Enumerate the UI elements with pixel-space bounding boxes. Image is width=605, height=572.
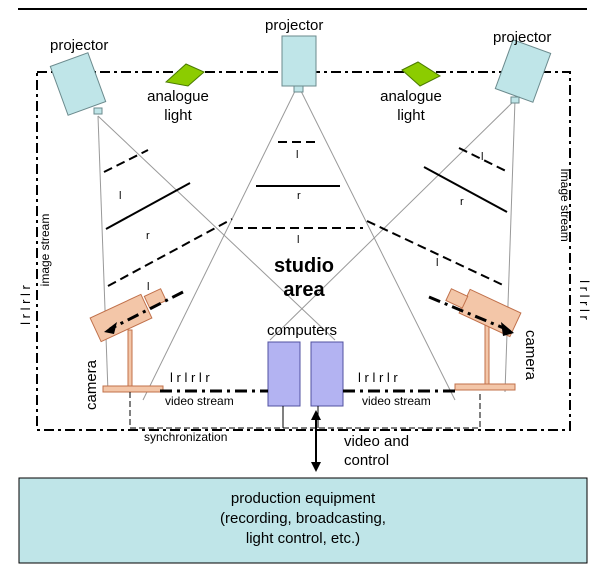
studio-area-title: studio area: [274, 255, 334, 301]
analogue-light-left-label-2: light: [164, 107, 192, 124]
screen-label-r: r: [460, 196, 464, 208]
screen-labels: l r l l r l l r l: [119, 149, 483, 293]
video-stream-right-label: video stream: [362, 394, 431, 408]
projector-left-label: projector: [50, 37, 108, 54]
screen-label-l: l: [436, 257, 438, 269]
video-control-label-1: video and: [344, 433, 409, 450]
studio-boundary: [36, 71, 571, 431]
screen-label-l: l: [297, 234, 299, 246]
center-screen-lines: [234, 141, 363, 229]
analogue-light-left-label-1: analogue: [147, 88, 209, 105]
lr-right-label: l r l r l r: [577, 280, 592, 320]
analogue-light-right-label-2: light: [397, 107, 425, 124]
image-stream-left-label: image stream: [38, 214, 52, 287]
computer-2: [310, 341, 344, 407]
arrow-head-right-icon: [501, 322, 514, 336]
right-screen-lines: [366, 147, 509, 287]
video-control-label-2: control: [344, 452, 389, 469]
camera-left-label: camera: [83, 359, 100, 410]
svg-text:studio: studio: [274, 255, 334, 277]
projector-center: [281, 35, 317, 93]
synchronization-label: synchronization: [144, 430, 227, 444]
projector-right-label: projector: [493, 29, 551, 46]
analogue-light-right-icon: [401, 61, 442, 87]
svg-text:light control, etc.): light control, etc.): [246, 530, 360, 547]
projector-right: [494, 39, 552, 104]
computer-1: [267, 341, 301, 407]
lr-bottom-right-label: l r l r l r: [358, 370, 398, 385]
production-equipment-text: production equipment (recording, broadca…: [220, 490, 386, 547]
camera-view-arrows: [109, 290, 507, 331]
screen-label-r: r: [297, 190, 301, 202]
video-stream-left-label: video stream: [165, 394, 234, 408]
production-equipment-box: [18, 477, 588, 564]
svg-text:production equipment: production equipment: [231, 490, 376, 507]
analogue-light-right-label-1: analogue: [380, 88, 442, 105]
computers-label: computers: [267, 322, 337, 339]
analogue-light-left-icon: [164, 63, 205, 87]
screen-label-l: l: [147, 281, 149, 293]
camera-right-icon: [445, 288, 522, 391]
svg-text:area: area: [283, 279, 325, 301]
lr-bottom-left-label: l r l r l r: [170, 370, 210, 385]
image-stream-right-label: Image stream: [558, 168, 572, 241]
arrow-head-left-icon: [104, 322, 117, 334]
svg-text:(recording, broadcasting,: (recording, broadcasting,: [220, 510, 386, 527]
camera-right-label: camera: [522, 330, 539, 381]
projector-left: [49, 52, 107, 116]
camera-left-icon: [89, 288, 167, 393]
projection-beams: [97, 84, 516, 401]
lr-left-label: l r l r l r: [18, 284, 33, 324]
left-screen-lines: [103, 149, 233, 287]
screen-label-l: l: [481, 151, 483, 163]
projector-center-label: projector: [265, 17, 323, 34]
video-control-arrow: [311, 410, 321, 472]
screen-label-l: l: [119, 190, 121, 202]
screen-label-r: r: [146, 230, 150, 242]
screen-label-l: l: [296, 149, 298, 161]
